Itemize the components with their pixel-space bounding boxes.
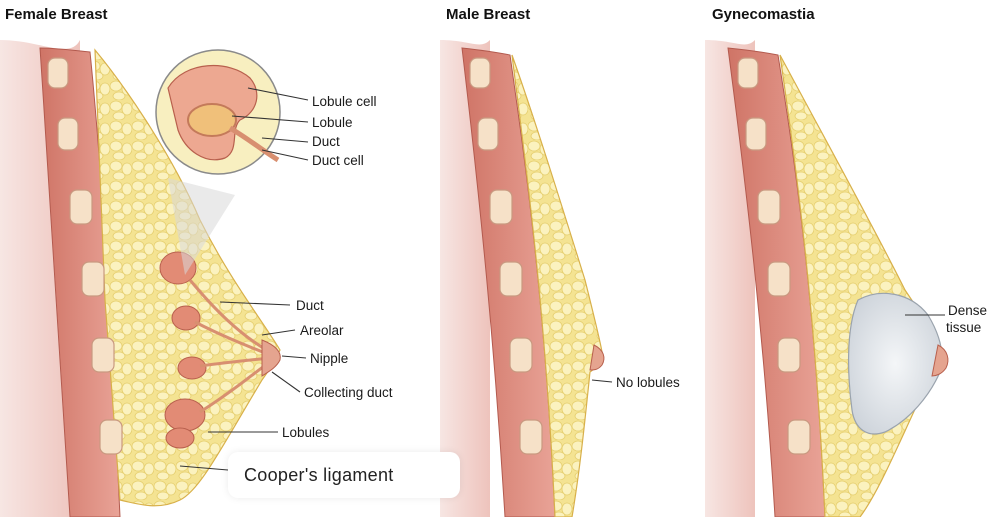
male-breast-title: Male Breast [446,6,530,23]
male-nipple [589,344,605,371]
gynecomastia-panel [705,40,949,517]
label-duct-inset: Duct [312,134,340,149]
lobule-inset [155,49,281,175]
label-duct: Duct [296,298,324,313]
label-nipple: Nipple [310,351,348,366]
label-lobule: Lobule [312,115,353,130]
female-breast-title: Female Breast [5,6,108,23]
label-coopers-ligament: Cooper's ligament [244,465,394,485]
male-breast-panel [440,40,605,517]
female-breast-panel [0,40,281,517]
gyno-ribs [737,57,811,455]
female-leaders [179,87,309,471]
label-no-lobules: No lobules [616,375,680,390]
dense-tissue-mass [847,292,943,435]
label-lobule-cell: Lobule cell [312,94,377,109]
label-tissue: tissue [946,320,981,335]
coopers-ligament-callout [228,452,460,498]
label-areolar: Areolar [300,323,344,338]
label-dense: Dense [948,303,987,318]
male-ribs [469,57,543,455]
label-collecting-duct: Collecting duct [304,385,393,400]
gyno-nipple [931,344,949,377]
label-duct-cell: Duct cell [312,153,364,168]
male-leader [591,379,613,383]
magnifier-cone [168,178,235,275]
label-lobules: Lobules [282,425,330,440]
female-ribs [47,57,123,455]
gynecomastia-title: Gynecomastia [712,6,815,23]
female-nipple [261,339,281,377]
male-breast-body [511,54,603,517]
